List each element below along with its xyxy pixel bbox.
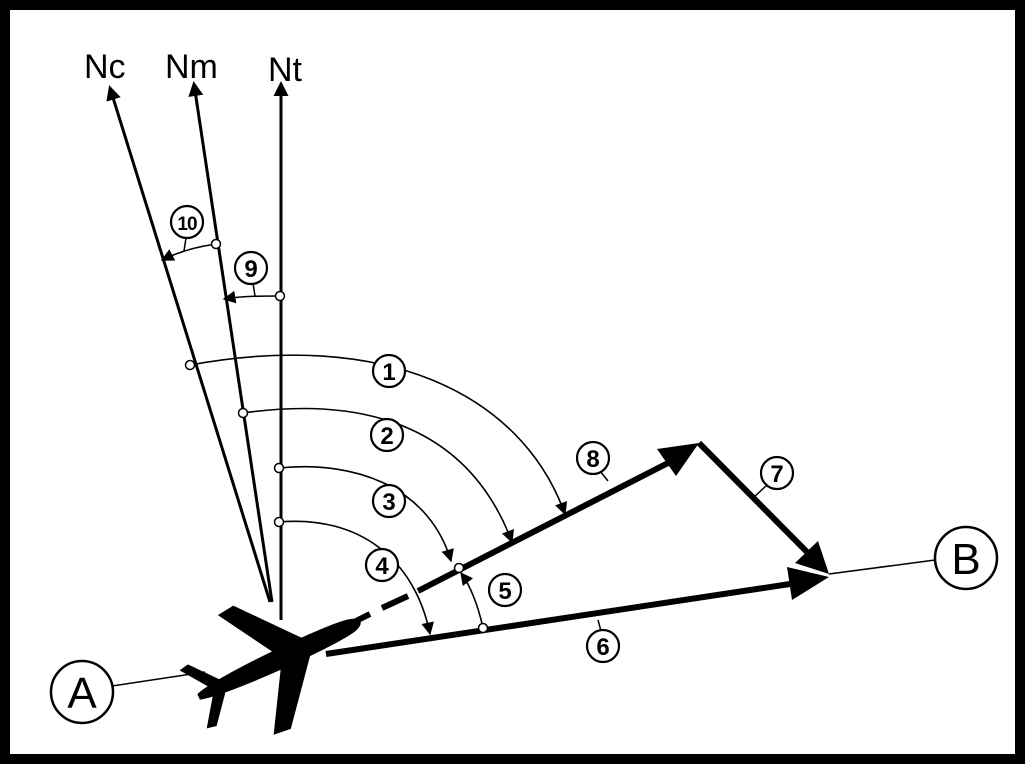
point-b: B — [933, 525, 999, 591]
angle-arc-5 — [460, 571, 484, 629]
marker-7-text: 7 — [770, 461, 783, 488]
marker-5-text: 5 — [498, 578, 511, 605]
leader-10 — [183, 237, 187, 252]
heading-arrowhead — [657, 443, 699, 476]
magnetic-north-line — [188, 81, 274, 603]
true-north-label: Nt — [268, 51, 303, 89]
arc-node-1 — [184, 359, 196, 371]
arc-node-heading — [453, 562, 465, 574]
wind-vector-line — [696, 440, 811, 556]
magnetic-north-label: Nm — [165, 48, 218, 86]
angle-arc-2 — [242, 407, 514, 544]
wind-vector-arrowhead — [795, 541, 829, 574]
marker-6: 6 — [585, 628, 621, 664]
point-a: A — [49, 659, 115, 725]
leader-9 — [252, 282, 256, 297]
track-arrowhead — [787, 567, 829, 600]
marker-7: 7 — [759, 455, 795, 491]
marker-1: 1 — [371, 353, 407, 389]
marker-10-text: 10 — [177, 214, 197, 235]
angle-arc-1 — [189, 354, 568, 516]
angle-arc-10 — [160, 243, 217, 261]
arc-node-4 — [273, 516, 285, 528]
angle-arc-9 — [222, 290, 280, 304]
connector-to-b — [828, 559, 936, 575]
airplane-icon — [179, 605, 361, 735]
compass-north-line — [106, 85, 272, 603]
heading-line-dash-2 — [380, 593, 410, 611]
marker-4: 4 — [364, 547, 400, 583]
arc-node-5 — [477, 622, 489, 634]
marker-8-text: 8 — [586, 446, 599, 473]
marker-3-text: 3 — [382, 489, 395, 516]
marker-3: 3 — [371, 483, 407, 519]
arc-node-2 — [237, 407, 249, 419]
marker-5: 5 — [487, 572, 523, 608]
angle-arc-4 — [278, 520, 434, 636]
track-line — [325, 581, 791, 657]
point-b-label: B — [951, 535, 980, 584]
marker-1-text: 1 — [382, 359, 395, 386]
point-a-label: A — [67, 669, 97, 718]
compass-north-label: Nc — [84, 48, 126, 86]
marker-9: 9 — [233, 250, 269, 286]
arc-node-9 — [274, 290, 286, 302]
marker-10: 10 — [169, 204, 205, 240]
leader-7 — [753, 485, 767, 498]
arc-node-3 — [273, 462, 285, 474]
marker-9-text: 9 — [244, 256, 257, 283]
arc-node-10 — [210, 238, 222, 250]
marker-4-text: 4 — [375, 553, 389, 580]
marker-8: 8 — [575, 440, 611, 476]
marker-6-text: 6 — [596, 634, 609, 661]
angle-arc-3 — [278, 465, 454, 563]
marker-2: 2 — [369, 417, 405, 453]
marker-2-text: 2 — [380, 423, 393, 450]
